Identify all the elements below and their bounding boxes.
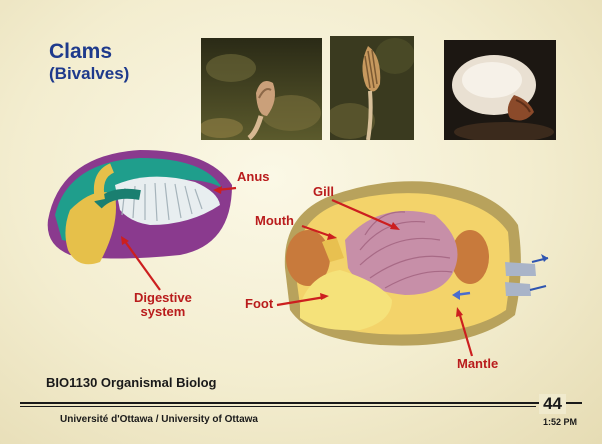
label-anus: Anus [237, 170, 270, 184]
label-digestive-line1: Digestive [134, 290, 192, 305]
university-name: Université d'Ottawa / University of Otta… [60, 414, 258, 425]
course-name: BIO1130 Organismal Biolog [46, 375, 217, 390]
label-mantle: Mantle [457, 357, 498, 371]
timestamp: 1:52 PM [543, 417, 577, 427]
label-mouth: Mouth [255, 214, 294, 228]
footer-divider-thin [20, 406, 536, 407]
page-number: 44 [539, 394, 566, 414]
label-digestive-system: Digestive system [134, 291, 192, 320]
clam-left-diagram [48, 150, 232, 264]
label-digestive-line2: system [141, 304, 186, 319]
clam-right-diagram [285, 181, 548, 345]
label-gill: Gill [313, 185, 334, 199]
footer-divider [20, 402, 582, 404]
label-foot: Foot [245, 297, 273, 311]
